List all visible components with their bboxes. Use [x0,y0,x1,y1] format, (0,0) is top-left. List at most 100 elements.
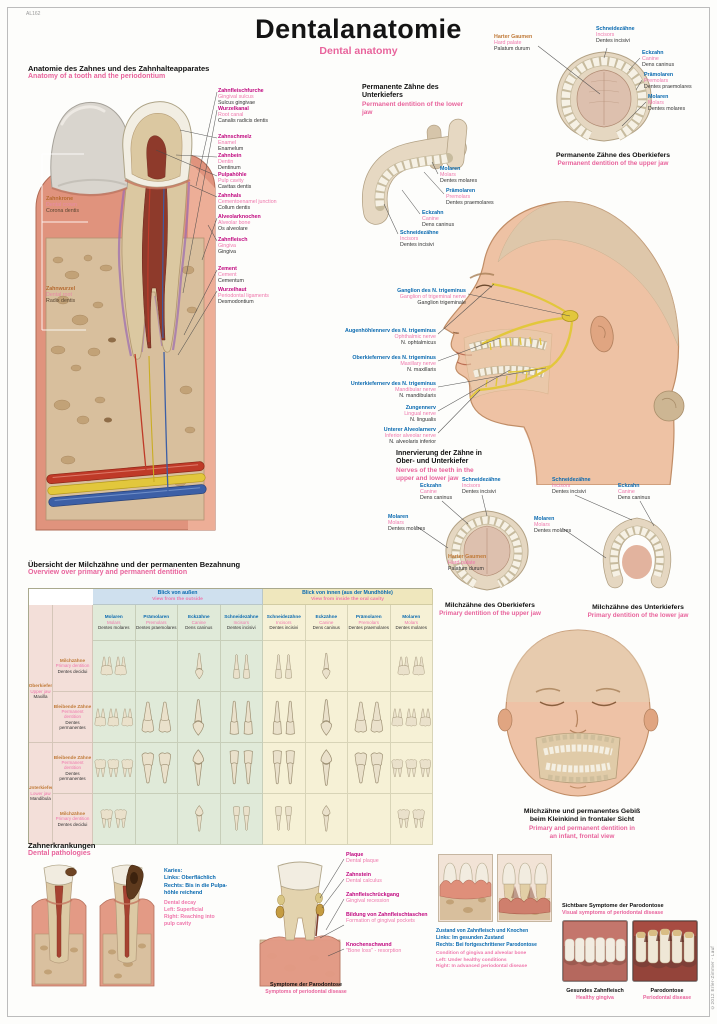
dentition-cell [348,794,391,845]
primary-upper-jaw-illustration [445,510,529,591]
dentition-cell [305,794,348,845]
tooth-canine-illustration [320,699,332,736]
catalog-number: AL162 [26,11,41,17]
dentition-cell [305,743,348,794]
label-plaque-de: Plaque [346,852,364,858]
tooth-incisor-illustration [285,806,292,831]
label-bone-loss: Knochenschwund"Bone loss" - resorption [346,942,401,954]
label-periodontal-ligaments-la: Desmodontium [218,299,254,306]
label-primary-lower-canine-la: Dens caninus [618,495,651,502]
lower-jaw-illustration [362,118,468,225]
head-innervation-illustration [443,201,685,485]
tooth-incisor-illustration [229,700,240,735]
label-mandibular-nerve-de: Unterkiefernerv des N. trigeminus [350,381,436,387]
label-cement-en: Cement [218,272,237,279]
dentition-cell [348,692,391,743]
label-hard-palate-de: Harter Gaumen [494,34,533,40]
label-inferior-alveolar-nerve-la: N. alveolaris inferior [389,439,436,446]
label-gingival-recession-en: Gingival recession [346,898,390,905]
label-upper-canine-la: Dens caninus [642,62,675,69]
tooth-molar-illustration [114,809,127,829]
poster-title: Dentalanatomie [255,14,462,44]
condition-note: Zustand von Zahnfleisch und Knochen Link… [436,928,537,970]
label-dental-root-en: Dental root [46,292,72,299]
tooth-premolar-illustration [354,752,367,784]
label-enamel-en: Enamel [218,140,236,147]
label-primary-lower-canine-de: Eckzahn [618,483,640,489]
dentition-cell [178,743,221,794]
label-dental-crown-en: Dental crown [46,202,77,209]
tooth-molar-illustration [419,758,431,777]
tooth-premolar-illustration [370,701,384,733]
label-trigeminal-ganglion-la: Ganglion trigeminale [417,300,466,307]
tooth-canine-illustration [194,805,203,832]
label-upper-canine-en: Canine [642,56,659,63]
label-maxillary-nerve-la: N. maxillaris [407,367,436,374]
healthy-gingiva-caption: Gesundes Zahnfleisch Healthy gingiva [566,988,624,1001]
caries-superficial-illustration [31,864,87,987]
label-trigeminal-ganglion-en: Ganglion of trigeminal nerve [399,294,466,301]
tooth-incisor-illustration [243,654,250,679]
label-primary-lower-molars-de: Molaren [534,516,555,522]
dentition-cell [390,641,433,692]
label-upper-incisors-la: Dentes incisivi [596,38,630,45]
label-gingival-sulcus-de: Zahnfleischfurche [218,88,264,94]
tooth-premolar-illustration [141,701,155,733]
label-lower-canine-de: Eckzahn [422,210,444,216]
visible-symptoms-heading: Sichtbare Symptome der Parodontose Visua… [562,903,664,916]
tooth-molar-illustration [107,758,120,777]
tooth-molar-illustration [100,809,113,829]
label-tooth-neck-de: Zahnhals [218,193,242,199]
label-tooth-neck-en: Cementoenamel junction [218,199,277,206]
label-primary-upper-molars-la: Dentes molares [388,526,426,533]
label-tooth-neck-la: Collum dentis [218,205,251,212]
label-calculus-de: Zahnstein [346,872,372,878]
tooth-molar-illustration [412,656,425,676]
tooth-canine-illustration [320,749,332,786]
tooth-molar-illustration [398,809,411,829]
tooth-molar-illustration [94,758,106,777]
periodontal-disease-caption: Parodontose Periodontal disease [642,988,692,1001]
tooth-incisor-illustration [275,654,282,679]
dentition-cell [135,692,178,743]
label-pulp-cavity-en: Pulp cavity [218,178,244,185]
primary-lower-caption: Milchzähne des Unterkiefers Primary dent… [587,604,689,620]
tooth-anatomy-heading: Anatomie des Zahnes und des Zahnhalteapp… [28,64,210,80]
view-inside-header: Blick von innen (aus der Mundhöhle)View … [263,589,433,605]
tooth-canine-illustration [322,653,331,680]
label-maxillary-nerve-de: Oberkiefernerv des N. trigeminus [352,355,436,361]
tooth-molar-illustration [419,708,431,727]
label-primary-upper-canine-la: Dens caninus [420,495,453,502]
label-dental-crown-de: Zahnkrone [46,196,74,202]
tooth-incisor-illustration [285,750,296,785]
tooth-premolar-illustration [141,752,155,784]
label-lower-incisors-de: Schneidezähne [400,230,439,236]
tooth-molar-illustration [94,708,106,727]
dentition-cell [305,692,348,743]
label-dental-crown-la: Corona dentis [46,208,79,215]
label-primary-hard-palate-la: Palatum durum [448,566,484,573]
tooth-molar-illustration [107,708,120,727]
label-lower-canine-en: Canine [422,216,439,223]
label-gingiva-la: Gingiva [218,249,236,256]
